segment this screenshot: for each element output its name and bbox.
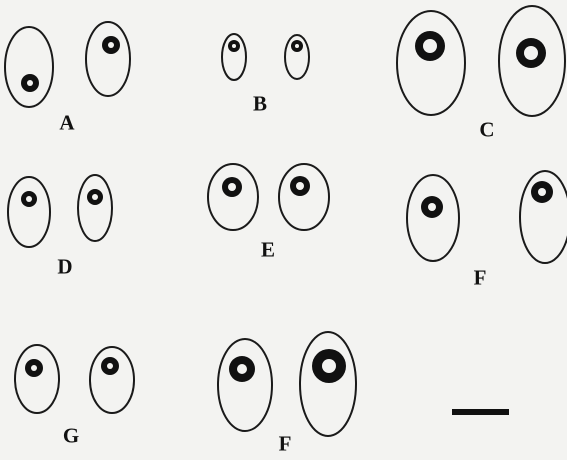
cell-outline — [397, 11, 465, 115]
panel-f2-cells — [218, 332, 356, 436]
panel-label-c: C — [479, 120, 494, 141]
cell-outline — [407, 175, 459, 261]
cell-outline — [300, 332, 356, 436]
nucleus-inner — [428, 203, 436, 211]
panel-g-cells — [15, 345, 134, 413]
panel-c-cells — [397, 6, 565, 116]
nucleus-inner — [295, 44, 299, 48]
panel-e-cells — [208, 164, 329, 230]
nucleus-inner — [232, 44, 236, 48]
panel-label-d: D — [57, 257, 72, 278]
cell-outline — [78, 175, 112, 241]
nucleus-inner — [107, 363, 113, 369]
nucleus-inner — [296, 182, 304, 190]
nucleus-inner — [228, 183, 236, 191]
panel-b-cells — [222, 34, 309, 80]
scale-bar — [452, 409, 509, 415]
panel-label-e: E — [261, 240, 275, 261]
cell-outline — [86, 22, 130, 96]
panel-a-cells — [5, 22, 130, 107]
nucleus-inner — [27, 80, 33, 86]
nucleus-inner — [108, 42, 114, 48]
panel-label-b: B — [253, 94, 267, 115]
cell-outline — [90, 347, 134, 413]
cell-outline — [208, 164, 258, 230]
panel-d-cells — [8, 175, 112, 247]
nucleus-inner — [423, 39, 437, 53]
cell-outline — [5, 27, 53, 107]
panel-label-f-top: F — [474, 268, 487, 289]
nucleus-inner — [524, 46, 538, 60]
panel-label-a: A — [59, 113, 74, 134]
cell-outline — [15, 345, 59, 413]
cell-outline — [218, 339, 272, 431]
nucleus-inner — [538, 188, 546, 196]
nucleus-inner — [26, 196, 32, 202]
nucleus-inner — [31, 365, 37, 371]
panel-label-f-bottom: F — [279, 434, 292, 455]
cell-outline — [279, 164, 329, 230]
nucleus-inner — [92, 194, 98, 200]
panel-f1-cells — [407, 171, 567, 263]
panel-label-g: G — [63, 426, 79, 447]
cell-outline — [8, 177, 50, 247]
nucleus-inner — [322, 359, 336, 373]
nucleus-inner — [237, 364, 247, 374]
